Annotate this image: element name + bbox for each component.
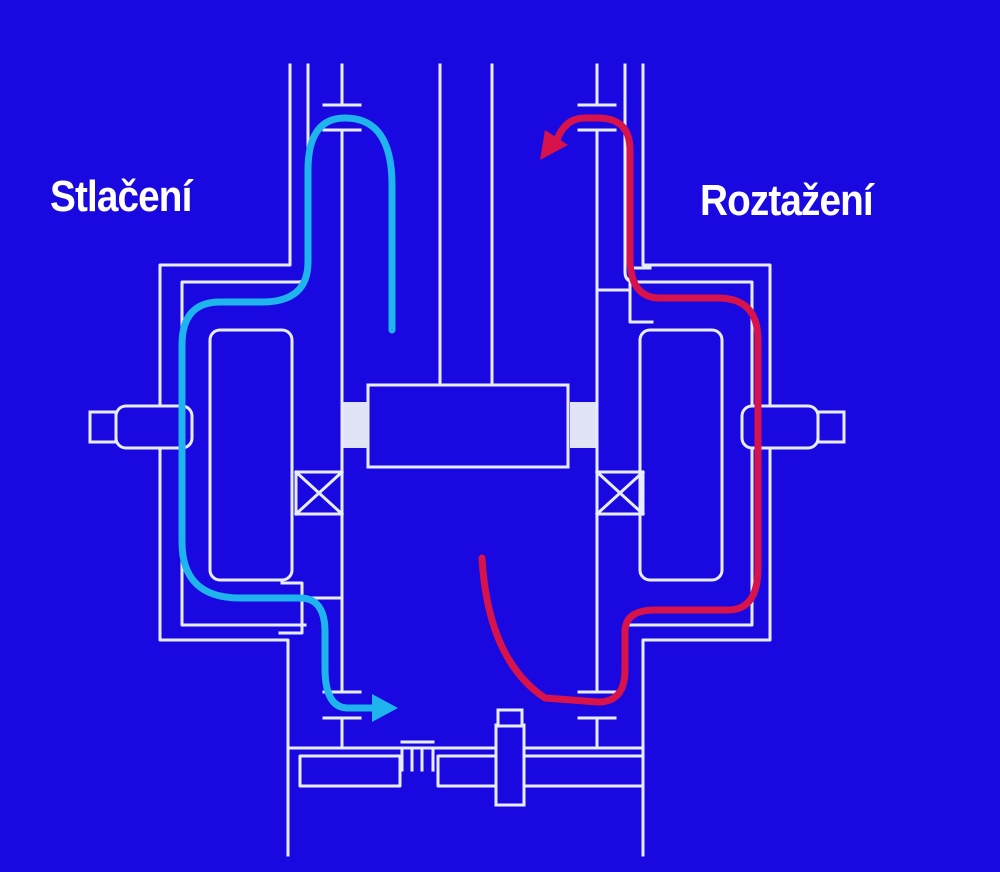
bearings [293, 469, 646, 517]
right-connector [740, 404, 820, 450]
right-connector-cap [816, 410, 846, 444]
bottom-valve [494, 723, 526, 807]
compression-arrowhead [372, 694, 398, 722]
bottom-manifold [286, 708, 645, 807]
expansion-arrowhead [540, 130, 568, 160]
bottom-block-right [436, 754, 645, 788]
side-valves [278, 266, 654, 635]
left-connector [114, 404, 194, 450]
bottom-block-left [298, 754, 402, 788]
compression-label: Stlačení [50, 172, 192, 221]
bottom-valve-cap [496, 708, 524, 728]
compression-flow [178, 114, 398, 722]
left-connector-cap [88, 410, 118, 444]
right-chamber [638, 328, 724, 582]
piston-assembly [340, 63, 599, 469]
piston [366, 383, 570, 469]
expansion-label: Roztažení [700, 176, 874, 225]
left-chamber [208, 328, 294, 582]
right-seal [570, 402, 596, 448]
left-seal [342, 402, 368, 448]
inner-chambers [208, 328, 724, 582]
expansion-flow [478, 114, 762, 706]
